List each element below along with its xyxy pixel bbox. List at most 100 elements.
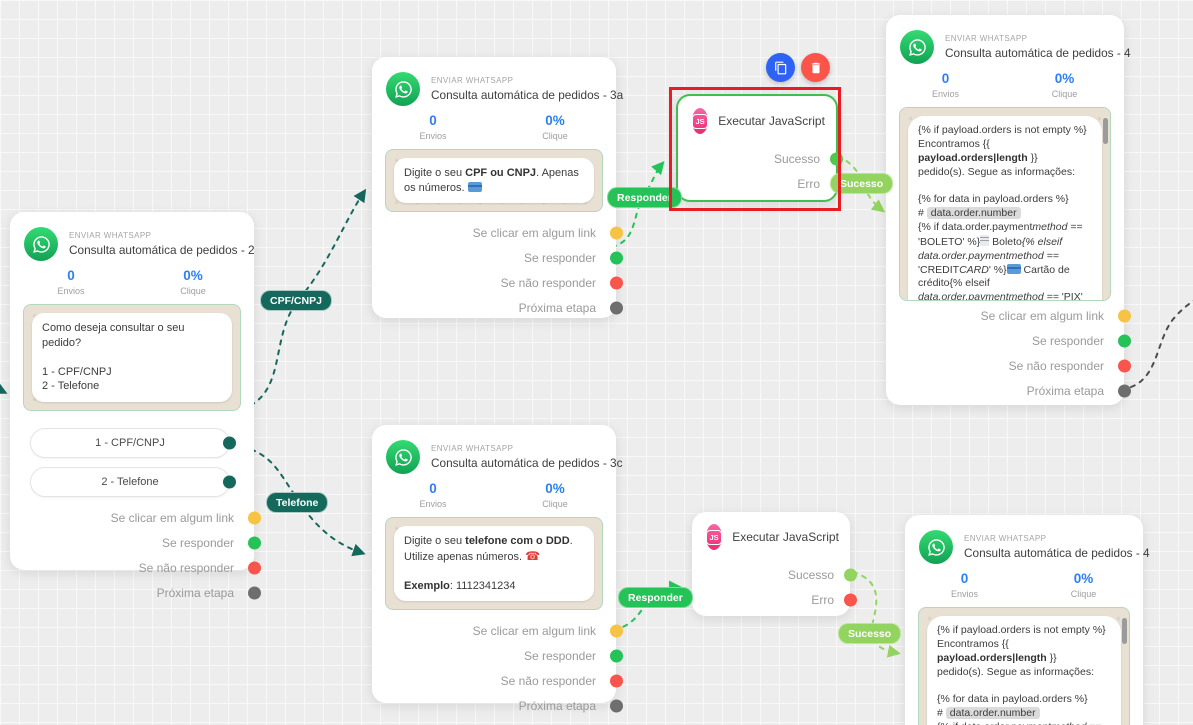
node-title: Executar JavaScript xyxy=(718,114,825,128)
js-icon: JS xyxy=(692,108,709,134)
output-label: Erro xyxy=(797,176,820,191)
envios-label: Envios xyxy=(950,589,978,599)
node-type-label: ENVIAR WHATSAPP xyxy=(431,76,514,85)
envios-count: 0 xyxy=(960,571,969,586)
clique-label: Clique xyxy=(180,286,206,296)
output-port-link[interactable] xyxy=(1118,309,1131,322)
output-label: Se não responder xyxy=(1008,358,1104,373)
output-port-reply[interactable] xyxy=(610,251,623,265)
whatsapp-icon xyxy=(386,440,420,474)
output-label: Se responder xyxy=(523,250,596,265)
envios-label: Envios xyxy=(419,131,447,141)
reply-button-cpf-cnpj[interactable]: 1 - CPF/CNPJ xyxy=(30,427,236,458)
copy-icon xyxy=(774,61,786,74)
whatsapp-icon xyxy=(900,30,934,64)
clique-count: 0% xyxy=(545,113,565,128)
clique-count: 0% xyxy=(1073,571,1094,586)
output-port-next[interactable] xyxy=(610,301,623,315)
output-port-success[interactable] xyxy=(830,152,843,165)
output-port[interactable] xyxy=(223,475,236,489)
output-port-next[interactable] xyxy=(610,699,623,713)
output-port-no-reply[interactable] xyxy=(1118,359,1131,372)
clique-count: 0% xyxy=(545,481,565,496)
output-port-link[interactable] xyxy=(610,226,623,240)
node-whatsapp-consulta-3a[interactable]: ENVIAR WHATSAPP Consulta automática de p… xyxy=(372,57,623,318)
output-label: Se clicar em algum link xyxy=(472,623,596,638)
edge-label-responder-top[interactable]: Responder xyxy=(607,187,682,208)
node-title: Consulta automática de pedidos - 3a xyxy=(431,88,624,102)
whatsapp-icon xyxy=(386,72,420,106)
output-label: Próxima etapa xyxy=(518,300,596,315)
edge-label-telefone[interactable]: Telefone xyxy=(266,492,329,513)
trash-icon xyxy=(811,62,820,73)
output-label: Próxima etapa xyxy=(156,586,234,601)
node-title: Consulta automática de pedidos - 2 xyxy=(69,243,255,257)
clique-label: Clique xyxy=(1070,589,1097,599)
envios-label: Envios xyxy=(931,89,959,99)
scrollbar[interactable] xyxy=(1103,118,1108,144)
edge-label-responder-bottom[interactable]: Responder xyxy=(618,587,693,608)
output-label: Sucesso xyxy=(787,567,834,582)
message-bubble: {% if payload.orders is not empty %} Enc… xyxy=(927,616,1121,725)
edge-label-sucesso-top[interactable]: Sucesso xyxy=(830,173,894,194)
output-port-no-reply[interactable] xyxy=(610,674,623,688)
node-title: Consulta automática de pedidos - 4 xyxy=(945,46,1131,60)
output-port-next[interactable] xyxy=(1118,384,1131,397)
output-label: Se não responder xyxy=(500,673,596,688)
output-port-no-reply[interactable] xyxy=(610,276,623,290)
reply-button-telefone[interactable]: 2 - Telefone xyxy=(30,466,236,497)
edge-proxima-etapa xyxy=(1130,299,1193,388)
envios-label: Envios xyxy=(57,286,85,296)
scrollbar[interactable] xyxy=(1122,618,1127,644)
node-type-label: ENVIAR WHATSAPP xyxy=(69,231,152,240)
clique-count: 0% xyxy=(183,268,203,283)
message-bubble: {% if payload.orders is not empty %} Enc… xyxy=(908,116,1102,300)
output-port-no-reply[interactable] xyxy=(248,561,261,575)
node-js-bottom[interactable]: JS Executar JavaScript Sucesso Erro xyxy=(692,512,857,616)
node-whatsapp-consulta-3c[interactable]: ENVIAR WHATSAPP Consulta automática de p… xyxy=(372,425,623,713)
envios-count: 0 xyxy=(941,71,950,86)
output-label: Se responder xyxy=(1031,333,1104,348)
output-label: Se clicar em algum link xyxy=(472,225,596,240)
output-port-success[interactable] xyxy=(844,568,857,581)
node-title: Consulta automática de pedidos - 3c xyxy=(431,456,623,470)
output-port-error[interactable] xyxy=(844,593,857,606)
delete-button[interactable] xyxy=(801,53,830,82)
output-label: Próxima etapa xyxy=(1026,383,1104,398)
message-preview[interactable]: {% if payload.orders is not empty %} Enc… xyxy=(918,607,1130,725)
output-port-reply[interactable] xyxy=(1118,334,1131,347)
node-whatsapp-consulta-4-bottom[interactable]: ENVIAR WHATSAPP Consulta automática de p… xyxy=(905,515,1150,725)
whatsapp-icon xyxy=(24,227,58,261)
output-port-reply[interactable] xyxy=(248,536,261,550)
node-js-top[interactable]: JS Executar JavaScript Sucesso Erro xyxy=(676,94,843,202)
output-label: Se responder xyxy=(523,648,596,663)
output-label: Se não responder xyxy=(500,275,596,290)
node-whatsapp-consulta-2[interactable]: ENVIAR WHATSAPP Consulta automática de p… xyxy=(10,212,261,600)
js-icon: JS xyxy=(706,524,723,550)
output-port-link[interactable] xyxy=(248,511,261,525)
reply-button-label: 2 - Telefone xyxy=(101,475,159,488)
node-type-label: ENVIAR WHATSAPP xyxy=(945,34,1028,43)
duplicate-button[interactable] xyxy=(766,53,795,82)
edge-label-sucesso-bottom[interactable]: Sucesso xyxy=(838,623,902,644)
output-port-link[interactable] xyxy=(610,624,623,638)
edge-incoming xyxy=(0,382,8,394)
message-preview: Digite o seu telefone com o DDD. Utilize… xyxy=(385,517,603,611)
output-port-reply[interactable] xyxy=(610,649,623,663)
envios-count: 0 xyxy=(67,268,75,283)
message-bubble: Como deseja consultar o seu pedido? 1 - … xyxy=(32,313,232,402)
clique-count: 0% xyxy=(1054,71,1075,86)
envios-label: Envios xyxy=(419,499,447,509)
edge-label-cpf-cnpj[interactable]: CPF/CNPJ xyxy=(260,290,332,311)
message-preview: Digite o seu CPF ou CNPJ. Apenas os núme… xyxy=(385,149,603,213)
output-port-next[interactable] xyxy=(248,586,261,600)
output-label: Próxima etapa xyxy=(518,698,596,713)
node-type-label: ENVIAR WHATSAPP xyxy=(964,534,1047,543)
node-whatsapp-consulta-4-top[interactable]: ENVIAR WHATSAPP Consulta automática de p… xyxy=(886,15,1131,405)
output-label: Sucesso xyxy=(773,151,820,166)
output-port[interactable] xyxy=(223,436,236,450)
clique-label: Clique xyxy=(542,499,568,509)
clique-label: Clique xyxy=(1051,89,1078,99)
message-preview[interactable]: {% if payload.orders is not empty %} Enc… xyxy=(899,107,1111,301)
